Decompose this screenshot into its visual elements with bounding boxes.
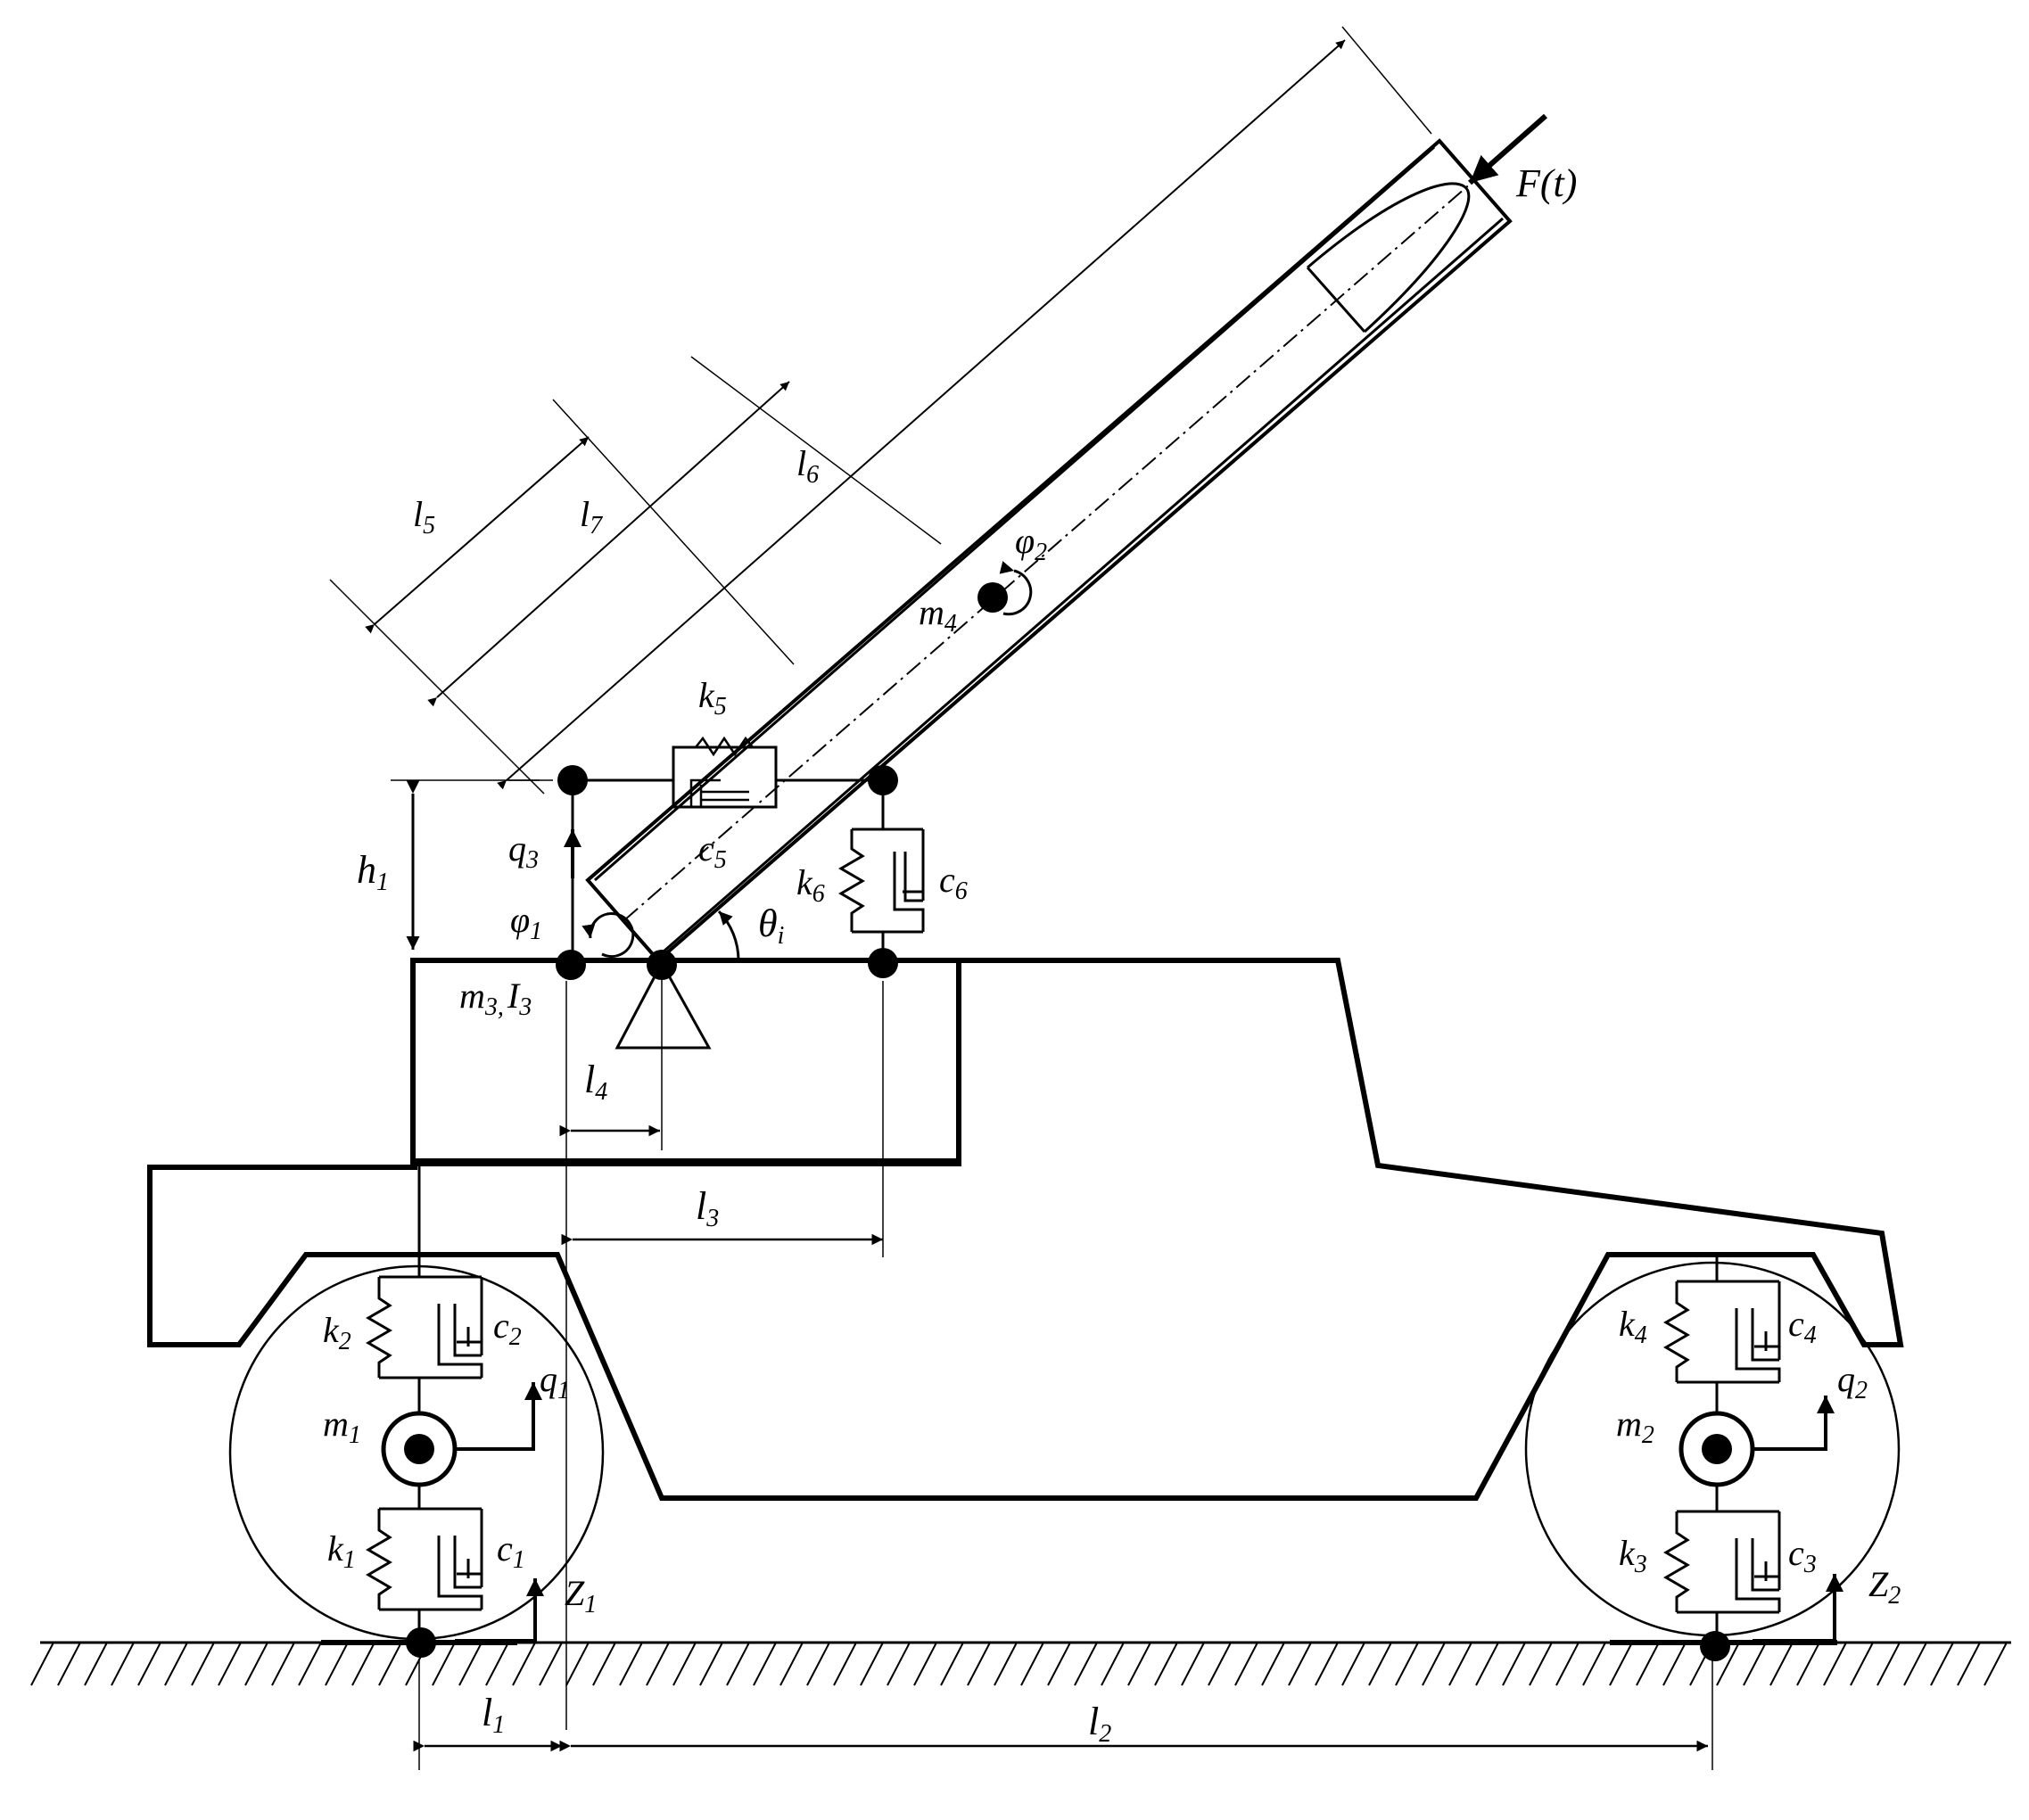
pivot-support: [614, 959, 712, 1050]
pivot-assembly: [556, 910, 740, 1150]
label-q1: q1: [540, 1359, 570, 1404]
label-m2: m2: [1616, 1404, 1654, 1449]
label-force: F(t): [1515, 161, 1577, 205]
mass-m4: [977, 582, 1008, 613]
label-c3: c3: [1788, 1533, 1817, 1578]
joint-m3: [556, 950, 586, 980]
spring-k1: [366, 1509, 392, 1610]
label-k4: k4: [1619, 1304, 1647, 1349]
tube-centerline: [623, 181, 1473, 921]
joint-k6-base: [868, 948, 898, 978]
horizontal-dimensions: [413, 1124, 1708, 1752]
label-c6: c6: [939, 860, 968, 905]
missile-nose: [1307, 182, 1471, 334]
spring-k3: [1663, 1511, 1690, 1612]
label-phi2: φ2: [1015, 521, 1047, 566]
coordinate-arrows: [455, 1382, 1843, 1643]
contact-point-rear: [1700, 1631, 1730, 1661]
dimension-h1: [391, 779, 540, 950]
damper-c1: [437, 1509, 483, 1610]
label-phi1: φ1: [510, 900, 542, 945]
damper-c2: [437, 1277, 483, 1378]
label-m3-i3: m3,I3: [459, 976, 532, 1021]
spring-k5: [673, 736, 754, 757]
label-l1: l1: [482, 1691, 505, 1739]
label-c2: c2: [493, 1305, 522, 1351]
label-q2: q2: [1837, 1359, 1868, 1404]
pivot-joint: [647, 950, 677, 980]
labels: F(t) m4 φ2 l5 l7 l6 k5 c5 k6 c6 h1 q3 φ1…: [323, 161, 1901, 1748]
label-k5: k5: [698, 675, 727, 721]
spring-k2: [366, 1277, 392, 1378]
damper-c3: [1735, 1511, 1781, 1612]
label-l3: l3: [696, 1184, 719, 1232]
spring-k6: [838, 829, 865, 932]
label-m4: m4: [919, 592, 957, 638]
label-c4: c4: [1788, 1304, 1817, 1349]
label-l7: l7: [580, 494, 603, 539]
label-k2: k2: [323, 1310, 351, 1355]
launcher-tube: [585, 138, 1513, 963]
label-k3: k3: [1619, 1533, 1647, 1578]
force-ft: [1468, 113, 1547, 185]
label-m1: m1: [323, 1404, 361, 1449]
label-l6: l6: [796, 443, 819, 489]
label-l5: l5: [413, 494, 435, 539]
label-c1: c1: [497, 1528, 525, 1574]
damper-c6: [893, 829, 925, 932]
label-z1: Z1: [565, 1573, 597, 1618]
rotation-phi1: [581, 912, 635, 959]
label-theta: θi: [758, 902, 784, 950]
label-z2: Z2: [1868, 1564, 1901, 1610]
label-c5: c5: [698, 828, 727, 874]
reference-lines: [418, 981, 1713, 1770]
spring-k4: [1663, 1281, 1690, 1382]
label-h1: h1: [357, 848, 389, 896]
rotation-phi2: [999, 561, 1033, 616]
label-k1: k1: [327, 1528, 356, 1574]
top-linkage: [557, 736, 925, 978]
damper-c5: [689, 778, 749, 809]
vehicle-body: [147, 958, 1904, 1501]
dimension-lines: [329, 26, 1432, 795]
rear-suspension: [1610, 1255, 1837, 1661]
front-suspension: [321, 1164, 517, 1658]
angle-theta: [717, 910, 740, 961]
label-l2: l2: [1088, 1700, 1111, 1748]
launcher-platform: [410, 958, 961, 1166]
label-l4: l4: [584, 1058, 607, 1106]
label-q3: q3: [508, 828, 539, 874]
label-k6: k6: [796, 862, 825, 908]
damper-c4: [1735, 1281, 1781, 1382]
